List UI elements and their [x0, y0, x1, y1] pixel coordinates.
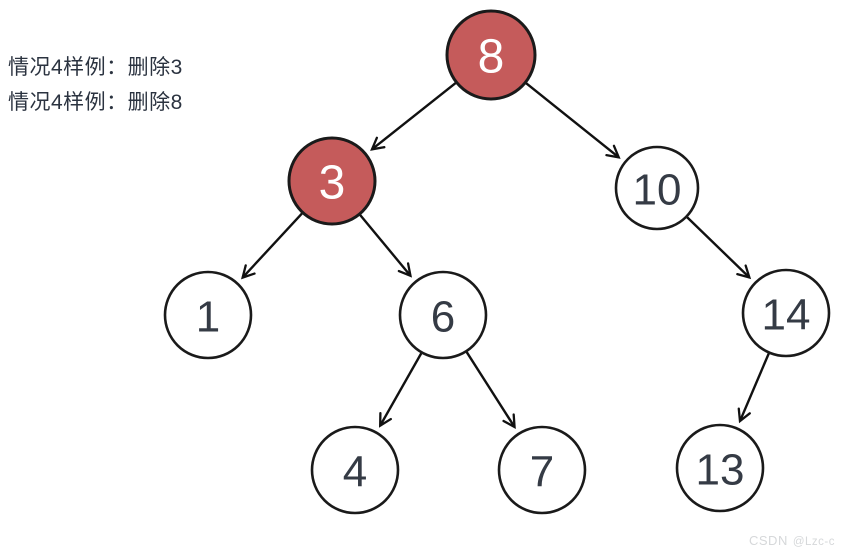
tree-node-circle-7	[497, 425, 587, 515]
tree-node-6: 6	[398, 270, 488, 360]
tree-edge-3-6	[359, 214, 412, 278]
tree-edge-8-10	[525, 82, 621, 159]
annotation-line-1: 情况4样例：删除3	[8, 56, 183, 79]
tree-node-circle-6	[398, 270, 488, 360]
annotation-block: 情况4样例：删除3 情况4样例：删除8	[8, 50, 183, 120]
tree-node-circle-3	[287, 136, 377, 226]
annotation-line-2: 情况4样例：删除8	[8, 91, 183, 114]
tree-node-8: 8	[445, 9, 537, 101]
watermark-brand: CSDN	[749, 533, 788, 548]
tree-node-10: 10	[614, 145, 700, 231]
tree-node-circle-10	[614, 145, 700, 231]
tree-edge-14-13	[737, 353, 770, 424]
tree-edge-8-3	[370, 82, 457, 151]
tree-node-1: 1	[163, 270, 253, 360]
tree-node-circle-1	[163, 270, 253, 360]
tree-node-13: 13	[675, 423, 765, 513]
tree-edge-6-4	[378, 352, 423, 428]
tree-edge-10-14	[686, 216, 752, 280]
tree-node-3: 3	[287, 136, 377, 226]
watermark-user: @Lzc-c	[792, 536, 835, 548]
tree-node-circle-8	[445, 9, 537, 101]
tree-node-circle-14	[741, 268, 831, 358]
watermark: CSDN @Lzc-c	[749, 533, 835, 548]
tree-edge-3-1	[241, 212, 303, 280]
tree-node-7: 7	[497, 425, 587, 515]
tree-node-circle-13	[675, 423, 765, 513]
tree-node-4: 4	[310, 425, 400, 515]
tree-edge-6-7	[465, 351, 516, 430]
tree-node-14: 14	[741, 268, 831, 358]
tree-node-circle-4	[310, 425, 400, 515]
